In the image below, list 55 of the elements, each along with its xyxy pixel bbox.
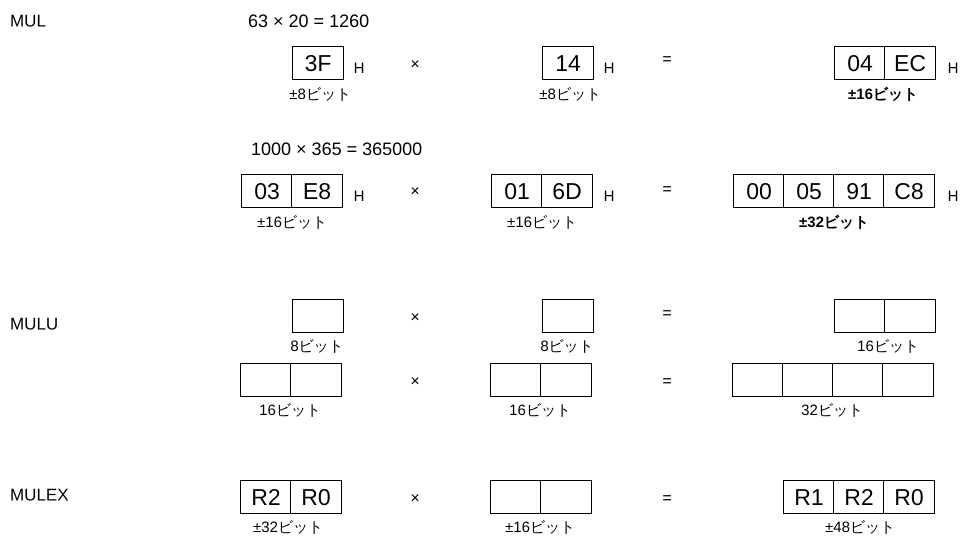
hex-suffix: H bbox=[354, 60, 364, 78]
operator-symbol: × bbox=[410, 309, 420, 327]
register-cell: R0 bbox=[883, 480, 935, 514]
bit-width-label: 8ビット bbox=[540, 338, 594, 356]
operator-symbol: × bbox=[410, 490, 420, 508]
equation-text: 1000 × 365 = 365000 bbox=[251, 140, 422, 160]
bit-width-label: ±16ビット bbox=[257, 214, 327, 232]
bit-width-label: ±48ビット bbox=[825, 520, 895, 536]
register-cell: 3F bbox=[292, 46, 344, 80]
bit-width-label: 16ビット bbox=[857, 338, 919, 356]
hex-suffix: H bbox=[604, 60, 614, 78]
register-cell: E8 bbox=[291, 174, 343, 208]
register-cell: R0 bbox=[290, 480, 342, 514]
instruction-name: MUL bbox=[10, 12, 46, 32]
instruction-name: MULEX bbox=[10, 486, 69, 506]
empty-register-cell bbox=[292, 299, 344, 333]
register-cell: 05 bbox=[783, 174, 835, 208]
hex-suffix: H bbox=[948, 188, 958, 206]
bit-width-label: ±16ビット bbox=[848, 86, 918, 104]
register-cell: 04 bbox=[834, 46, 886, 80]
register-cell: C8 bbox=[883, 174, 935, 208]
register-cell: EC bbox=[884, 46, 936, 80]
hex-suffix: H bbox=[354, 188, 364, 206]
operator-symbol: × bbox=[410, 373, 420, 391]
operator-symbol: = bbox=[662, 181, 672, 199]
bit-width-label: ±32ビット bbox=[799, 214, 869, 232]
register-cell: R1 bbox=[783, 480, 835, 514]
empty-register-cell bbox=[542, 299, 594, 333]
register-cell: 6D bbox=[541, 174, 593, 208]
bit-width-label: 8ビット bbox=[290, 338, 344, 356]
bit-width-label: 16ビット bbox=[259, 402, 321, 420]
equation-text: 63 × 20 = 1260 bbox=[248, 12, 370, 32]
register-cell: 01 bbox=[491, 174, 543, 208]
operator-symbol: = bbox=[662, 490, 672, 508]
register-cell: 00 bbox=[733, 174, 785, 208]
operator-symbol: = bbox=[662, 51, 672, 69]
operator-symbol: = bbox=[662, 373, 672, 391]
operator-symbol: × bbox=[410, 183, 420, 201]
register-cell: 03 bbox=[241, 174, 293, 208]
operator-symbol: × bbox=[410, 56, 420, 74]
instruction-name: MULU bbox=[10, 316, 58, 334]
register-cell: 91 bbox=[833, 174, 885, 208]
bit-width-label: ±16ビット bbox=[505, 520, 575, 536]
bit-width-label: 32ビット bbox=[801, 402, 863, 420]
bit-width-label: 16ビット bbox=[509, 402, 571, 420]
operator-symbol: = bbox=[662, 305, 672, 323]
hex-suffix: H bbox=[604, 188, 614, 206]
register-cell: R2 bbox=[240, 480, 292, 514]
register-cell: R2 bbox=[833, 480, 885, 514]
bit-width-label: ±32ビット bbox=[253, 520, 323, 536]
hex-suffix: H bbox=[948, 60, 958, 78]
register-cell: 14 bbox=[542, 46, 594, 80]
bit-width-label: ±8ビット bbox=[289, 86, 351, 104]
bit-width-label: ±16ビット bbox=[507, 214, 577, 232]
bit-width-label: ±8ビット bbox=[539, 86, 601, 104]
